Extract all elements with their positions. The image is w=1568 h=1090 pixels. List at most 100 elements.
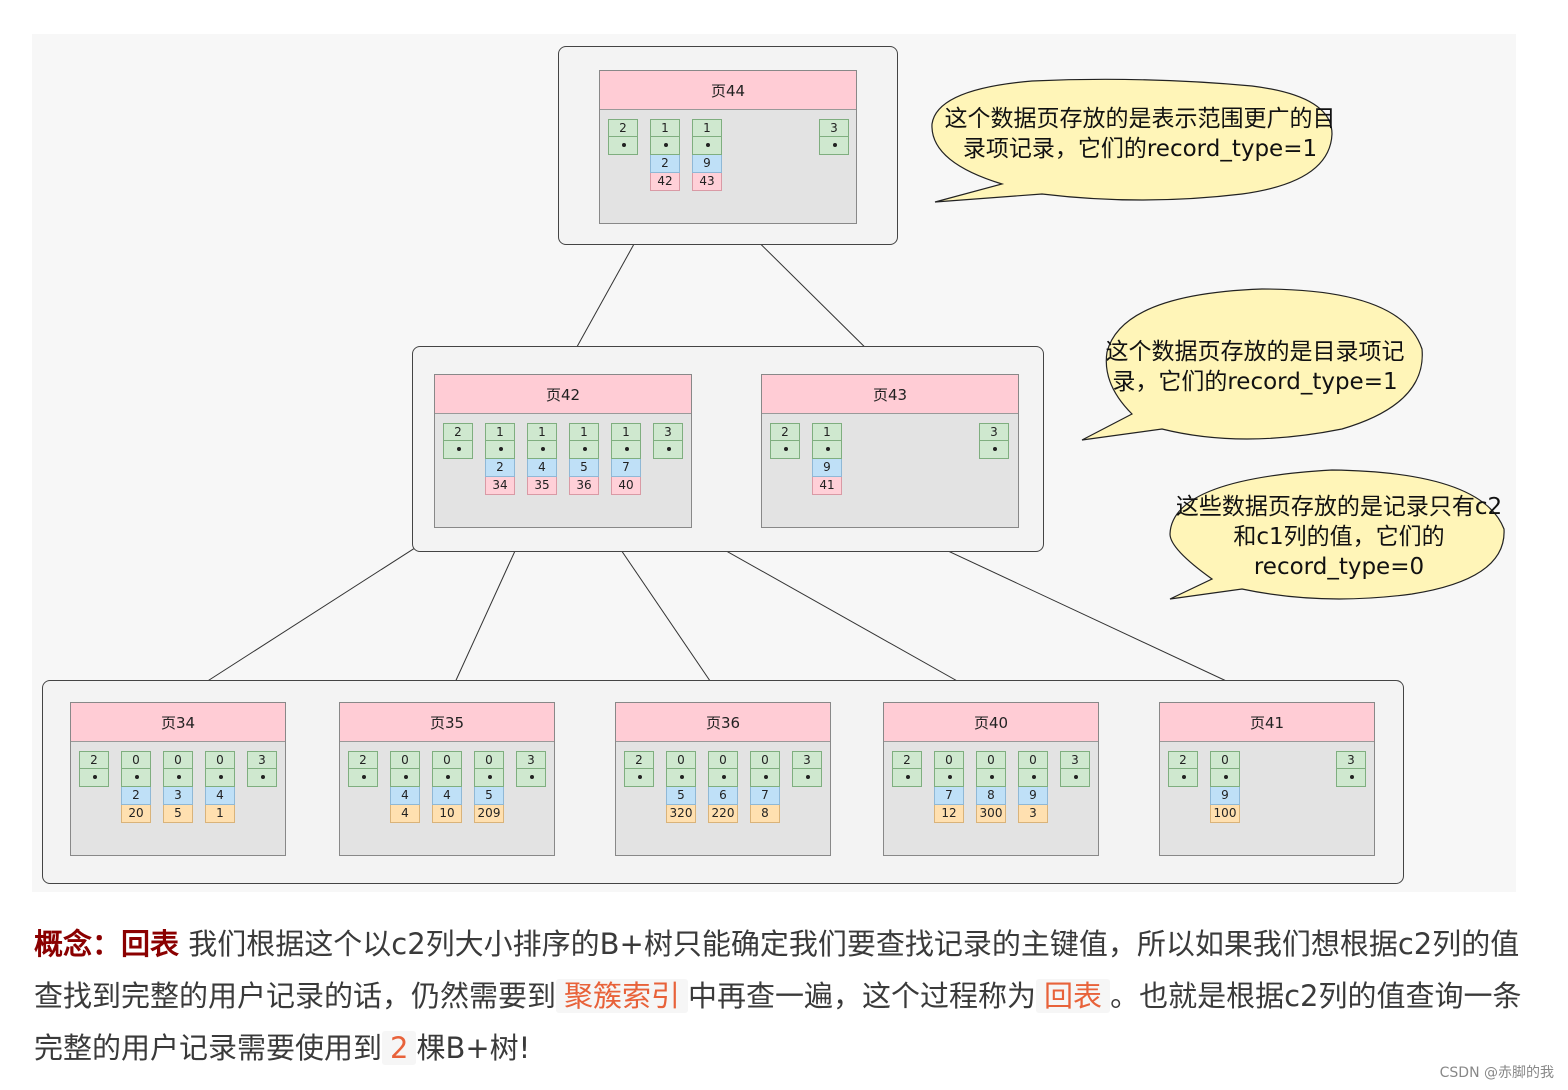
child-page-cell: 40 <box>611 477 641 495</box>
record-type-cell: 1 <box>485 423 515 441</box>
c1-value-cell: 3 <box>1018 805 1048 823</box>
record: 3 <box>1336 751 1366 787</box>
next-pointer-cell <box>812 441 842 459</box>
next-pointer-cell <box>653 441 683 459</box>
page-title: 页43 <box>762 375 1018 414</box>
child-page-cell: 43 <box>692 173 722 191</box>
next-pointer-cell <box>650 137 680 155</box>
next-pointer-cell <box>770 441 800 459</box>
c2-key-cell: 4 <box>527 459 557 477</box>
pointer-dot <box>499 447 503 451</box>
record-type-cell: 3 <box>792 751 822 769</box>
pointer-dot <box>1032 775 1036 779</box>
record-type-cell: 0 <box>432 751 462 769</box>
next-pointer-cell <box>608 137 638 155</box>
record: 3 <box>247 751 277 787</box>
page-title: 页42 <box>435 375 691 414</box>
pointer-dot <box>362 775 366 779</box>
c2-key-cell: 4 <box>432 787 462 805</box>
record: 2 <box>1168 751 1198 787</box>
pointer-dot <box>722 775 726 779</box>
record-type-cell: 2 <box>1168 751 1198 769</box>
pointer-dot <box>1350 775 1354 779</box>
next-pointer-cell <box>692 137 722 155</box>
pointer-dot <box>541 447 545 451</box>
bubble-mid-text: 这个数据页存放的是目录项记录，它们的record_type=1 <box>1105 339 1405 395</box>
page-title: 页36 <box>616 703 830 742</box>
record: 2 <box>624 751 654 787</box>
c2-key-cell: 6 <box>708 787 738 805</box>
c2-key-cell: 9 <box>1018 787 1048 805</box>
record-type-cell: 0 <box>205 751 235 769</box>
record-type-cell: 0 <box>976 751 1006 769</box>
record-type-cell: 3 <box>516 751 546 769</box>
record-type-cell: 0 <box>934 751 964 769</box>
next-pointer-cell <box>485 441 515 459</box>
bubble-low-text: 这些数据页存放的是记录只有c2和c1列的值，它们的record_type=0 <box>1175 494 1503 580</box>
next-pointer-cell <box>569 441 599 459</box>
next-pointer-cell <box>1060 769 1090 787</box>
c1-value-cell: 300 <box>976 805 1006 823</box>
record-type-cell: 2 <box>624 751 654 769</box>
next-pointer-cell <box>1210 769 1240 787</box>
c2-key-cell: 3 <box>163 787 193 805</box>
record-type-cell: 2 <box>892 751 922 769</box>
c1-value-cell: 12 <box>934 805 964 823</box>
pointer-dot <box>1182 775 1186 779</box>
bubble-low-shape <box>1169 469 1505 600</box>
c1-value-cell: 4 <box>390 805 420 823</box>
next-pointer-cell <box>750 769 780 787</box>
child-page-cell: 41 <box>812 477 842 495</box>
pointer-dot <box>993 447 997 451</box>
record-type-cell: 2 <box>79 751 109 769</box>
pointer-dot <box>261 775 265 779</box>
child-page-cell: 35 <box>527 477 557 495</box>
next-pointer-cell <box>527 441 557 459</box>
next-pointer-cell <box>1336 769 1366 787</box>
concept-text-1: 我们根据这个以c2列大小排序的B+树只能确定我们要查找记录的主键值，所以如果我们… <box>34 927 1520 1013</box>
concept-paragraph: 概念：回表 我们根据这个以c2列大小排序的B+树只能确定我们要查找记录的主键值，… <box>34 918 1524 1074</box>
record: 2 <box>892 751 922 787</box>
record-type-cell: 2 <box>608 119 638 137</box>
record-type-cell: 0 <box>750 751 780 769</box>
c2-key-cell: 2 <box>650 155 680 173</box>
next-pointer-cell <box>247 769 277 787</box>
record: 2 <box>79 751 109 787</box>
c2-key-cell: 7 <box>750 787 780 805</box>
next-pointer-cell <box>390 769 420 787</box>
record-type-cell: 0 <box>666 751 696 769</box>
c1-value-cell: 100 <box>1210 805 1240 823</box>
record-type-cell: 1 <box>812 423 842 441</box>
c2-key-cell: 8 <box>976 787 1006 805</box>
pointer-dot <box>948 775 952 779</box>
pointer-dot <box>667 447 671 451</box>
record: 3 <box>792 751 822 787</box>
record-type-cell: 1 <box>692 119 722 137</box>
next-pointer-cell <box>979 441 1009 459</box>
c2-key-cell: 5 <box>569 459 599 477</box>
record-type-cell: 1 <box>611 423 641 441</box>
c2-key-cell: 9 <box>812 459 842 477</box>
next-pointer-cell <box>205 769 235 787</box>
record-type-cell: 2 <box>770 423 800 441</box>
next-pointer-cell <box>819 137 849 155</box>
pointer-dot <box>1074 775 1078 779</box>
concept-text-4: 棵B+树! <box>416 1031 531 1065</box>
